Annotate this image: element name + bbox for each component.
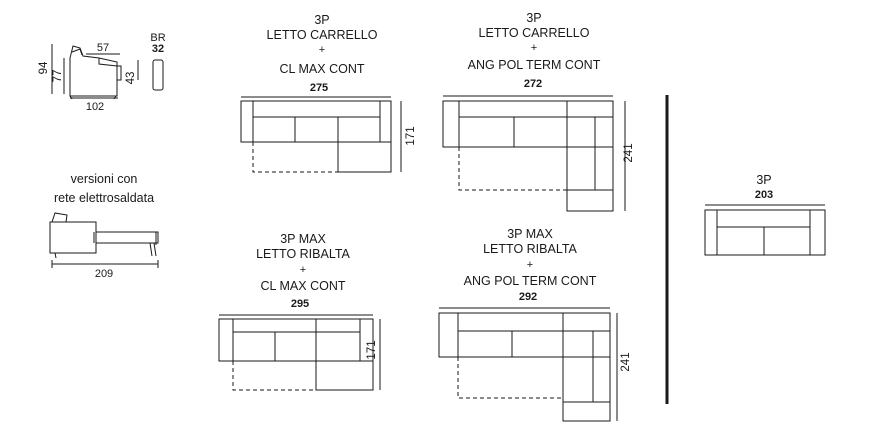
config1-line3: CL MAX CONT	[279, 62, 365, 76]
config5-line1: 3P	[756, 173, 772, 187]
arm-code-label: BR	[150, 32, 166, 44]
profile-seat-height-label: 77	[52, 69, 64, 83]
config1-width: 275	[309, 82, 329, 94]
config1-depth: 171	[405, 126, 417, 146]
config2-plus: +	[530, 42, 538, 54]
config5-plan	[704, 209, 826, 256]
config2-line2: LETTO CARRELLO	[478, 26, 590, 40]
config4-width: 292	[518, 291, 538, 303]
profile-arm-height-label: 43	[125, 71, 137, 85]
config2-width: 272	[523, 78, 543, 90]
config1-plan	[240, 100, 392, 173]
arm-width-label: 32	[151, 43, 165, 55]
bed-side-view	[49, 212, 159, 259]
config2-depth: 241	[623, 143, 635, 163]
config1-plus: +	[318, 44, 326, 56]
config4-line2: LETTO RIBALTA	[483, 242, 577, 256]
config3-plan	[218, 318, 374, 391]
config4-line1: 3P MAX	[507, 227, 553, 241]
config2-line1: 3P	[526, 11, 542, 25]
config4-line3: ANG POL TERM CONT	[463, 274, 597, 288]
config1-line1: 3P	[314, 13, 330, 27]
profile-width-label: 102	[85, 101, 105, 113]
profile-depth-label: 57	[96, 42, 110, 54]
config3-line1: 3P MAX	[280, 232, 326, 246]
config1-line2: LETTO CARRELLO	[266, 28, 378, 42]
profile-height-label: 94	[38, 61, 50, 75]
config4-plan	[438, 312, 611, 422]
arm-section	[152, 59, 164, 91]
config3-plus: +	[299, 264, 307, 276]
config4-depth: 241	[620, 352, 632, 372]
config2-plan	[442, 100, 614, 212]
config2-line3: ANG POL TERM CONT	[467, 58, 601, 72]
config4-plus: +	[526, 259, 534, 271]
bed-caption-line1: versioni con	[70, 172, 138, 186]
config3-line2: LETTO RIBALTA	[256, 247, 350, 261]
bed-caption-line2: rete elettrosaldata	[53, 191, 155, 205]
config3-depth: 171	[366, 340, 378, 360]
config3-width: 295	[290, 298, 310, 310]
bed-length-label: 209	[94, 268, 114, 280]
config5-width: 203	[754, 189, 774, 201]
config3-line3: CL MAX CONT	[260, 279, 346, 293]
